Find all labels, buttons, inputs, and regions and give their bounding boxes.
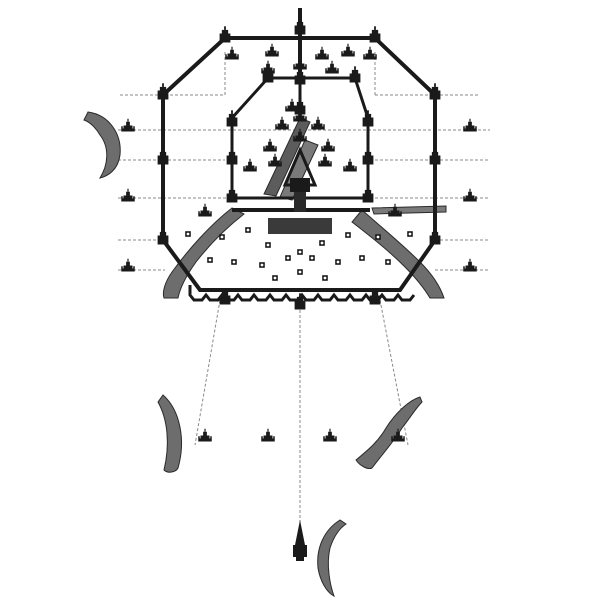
gate-tower-icon	[429, 148, 441, 165]
temple-icon	[311, 116, 325, 130]
gate-tower-icon	[226, 148, 238, 165]
temple-icon	[335, 259, 341, 265]
temple-icon	[359, 255, 365, 261]
temple-icon	[261, 60, 275, 74]
temple-icon	[265, 43, 279, 57]
temple-icon	[245, 227, 251, 233]
temple-icon	[463, 188, 477, 202]
temple-icon	[385, 259, 391, 265]
temple-icon	[185, 231, 191, 237]
temple-icon	[325, 60, 339, 74]
temple-icon	[225, 46, 239, 60]
temple-icon	[198, 428, 212, 442]
temple-icon	[293, 56, 307, 70]
temple-icon	[265, 242, 271, 248]
temple-icon	[407, 231, 413, 237]
central-palace	[268, 146, 332, 234]
temple-icon	[345, 232, 351, 238]
gate-tower-icon	[362, 186, 374, 203]
temple-icon	[243, 158, 257, 172]
river-south	[317, 519, 347, 598]
temple-icon	[219, 234, 225, 240]
temple-icon	[309, 255, 315, 261]
temple-icon	[285, 98, 299, 112]
river-southeast	[351, 209, 445, 299]
temple-icon	[375, 234, 381, 240]
temple-icon	[231, 259, 237, 265]
gate-tower-icon	[157, 83, 169, 100]
gate-tower-icon	[226, 186, 238, 203]
temple-icon	[272, 275, 278, 281]
temple-icon	[297, 269, 303, 275]
temple-icon	[341, 43, 355, 57]
gate-tower-icon	[362, 110, 374, 127]
temple-icon	[261, 428, 275, 442]
gate-tower-icon	[369, 26, 381, 43]
temple-icon	[198, 203, 212, 217]
temple-icon	[343, 158, 357, 172]
spire-icon	[293, 520, 307, 561]
temple-icon	[318, 153, 332, 167]
temple-icon	[275, 116, 289, 130]
shrines	[185, 227, 413, 281]
temple-icon	[319, 240, 325, 246]
gate-tower-icon	[219, 26, 231, 43]
temple-icon	[263, 138, 277, 152]
temple-icon	[322, 275, 328, 281]
river-channels	[83, 111, 447, 598]
river-northwest	[83, 111, 121, 179]
river-southwest	[162, 207, 245, 299]
temple-icon	[463, 118, 477, 132]
temple-icon	[321, 138, 335, 152]
gate-tower-icon	[157, 228, 169, 245]
gate-tower-icon	[349, 66, 361, 83]
temple-icon	[285, 255, 291, 261]
gate-tower-icon	[429, 228, 441, 245]
river-east	[355, 396, 423, 469]
gate-tower-icon	[157, 148, 169, 165]
octagonal-outer-wall	[161, 36, 437, 292]
gate-tower-icon	[429, 83, 441, 100]
temple-icon	[463, 258, 477, 272]
gate-tower-icon	[294, 68, 306, 85]
temple-icon	[315, 46, 329, 60]
temple-icon	[121, 118, 135, 132]
temple-icon	[121, 258, 135, 272]
river-west	[157, 394, 183, 473]
temple-icon	[297, 249, 303, 255]
temple-icon	[323, 428, 337, 442]
temple-icon	[207, 257, 213, 263]
temple-icon	[259, 262, 265, 268]
gate-tower-icon	[362, 148, 374, 165]
gate-tower-icon	[294, 18, 306, 35]
temple-icon	[121, 188, 135, 202]
